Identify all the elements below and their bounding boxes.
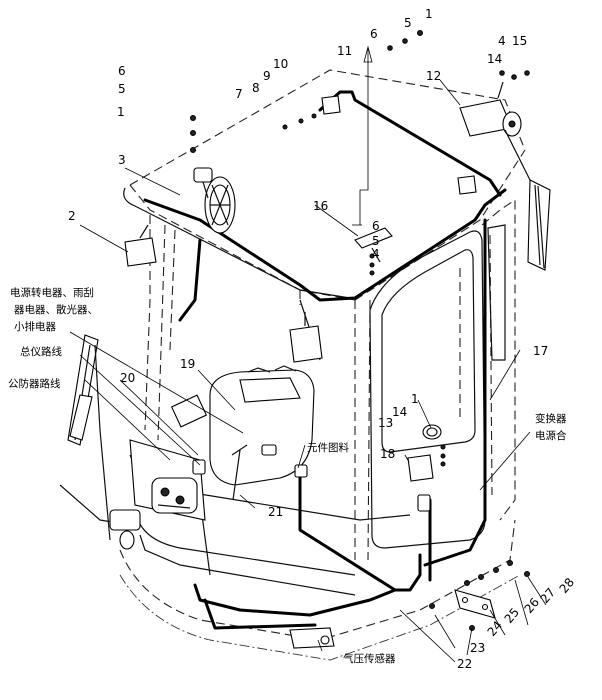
label-converter-line1: 变换器	[535, 412, 567, 425]
fasteners	[190, 30, 530, 631]
callout-1: 1	[425, 7, 433, 21]
callout-11: 11	[337, 44, 352, 58]
speaker-13	[422, 424, 442, 440]
callout-18: 18	[380, 447, 395, 461]
connector-switch-left	[192, 444, 431, 512]
operator-seat	[209, 365, 315, 486]
component-labels: 电源转电器、雨刮 器电器、散光器、 小排电器 总仪路线 公防器路线 元件图料 变…	[8, 286, 567, 665]
mounting-bracket-24	[454, 589, 496, 619]
callout-19: 19	[180, 357, 195, 371]
label-converter-line2: 电源合	[535, 429, 567, 442]
roof-lamp-bracket-10	[321, 95, 341, 115]
label-left-group-line2: 器电器、散光器、	[14, 303, 98, 316]
callout-1-left: 1	[117, 105, 125, 119]
label-wiper-harness: 公防器路线	[8, 377, 61, 390]
callout-leaders	[69, 45, 547, 663]
cab-rear-panel	[481, 198, 516, 521]
center-lamp	[289, 312, 323, 363]
callout-22: 22	[457, 657, 472, 671]
callout-3: 3	[118, 153, 126, 167]
callout-6-top: 6	[370, 27, 378, 41]
callout-23: 23	[470, 641, 485, 655]
callout-28: 28	[557, 575, 578, 596]
callout-27: 27	[538, 585, 559, 606]
label-pressure-sensor: 气压传感器	[343, 652, 396, 665]
callout-7-left: 7	[235, 87, 243, 101]
callout-12: 12	[426, 69, 441, 83]
callout-16: 16	[313, 199, 328, 213]
callout-10: 10	[273, 57, 288, 71]
callout-15: 15	[512, 34, 527, 48]
callout-14-door: 14	[392, 405, 407, 419]
callout-6-mid: 6	[372, 219, 380, 233]
callout-17: 17	[533, 344, 548, 358]
cab-light-16	[354, 227, 393, 263]
callout-2: 2	[68, 209, 76, 223]
callout-25: 25	[502, 605, 523, 626]
left-work-lamp-2	[124, 224, 157, 267]
wiper-motor-12	[459, 81, 541, 201]
label-center-connector: 元件图料	[307, 441, 349, 454]
callout-21: 21	[268, 505, 283, 519]
pressure-sensor-part	[289, 627, 335, 649]
label-left-group-line3: 小排电器	[14, 320, 56, 333]
callout-14-top: 14	[487, 52, 502, 66]
callout-1-door: 1	[411, 392, 419, 406]
relay-box-18	[407, 454, 434, 482]
label-main-harness: 总仪路线	[20, 345, 62, 358]
callout-numbers: 1 5 6 11 15 14 4 10 9 12 8 7 6 5 1 3 2 1…	[68, 7, 577, 671]
callout-8: 8	[252, 81, 260, 95]
steering-column	[170, 394, 248, 501]
roof-fan-assembly	[193, 167, 236, 234]
front-dashboard	[129, 439, 206, 521]
callout-13: 13	[378, 416, 393, 430]
label-left-group-line1: 电源转电器、雨刮	[10, 286, 94, 299]
front-left-wiper-blade	[59, 334, 141, 550]
callout-5-top: 5	[404, 16, 412, 30]
callout-20: 20	[120, 371, 135, 385]
callout-6-left: 6	[118, 64, 126, 78]
callout-5-left: 5	[118, 82, 126, 96]
callout-4-mid: 4	[372, 247, 380, 261]
callout-4-top: 4	[498, 34, 506, 48]
callout-24: 24	[485, 618, 506, 639]
roof-lamp-right	[457, 175, 477, 195]
callout-9: 9	[263, 69, 271, 83]
callout-5-mid: 5	[372, 234, 380, 248]
rear-wiper-blade	[527, 179, 551, 271]
